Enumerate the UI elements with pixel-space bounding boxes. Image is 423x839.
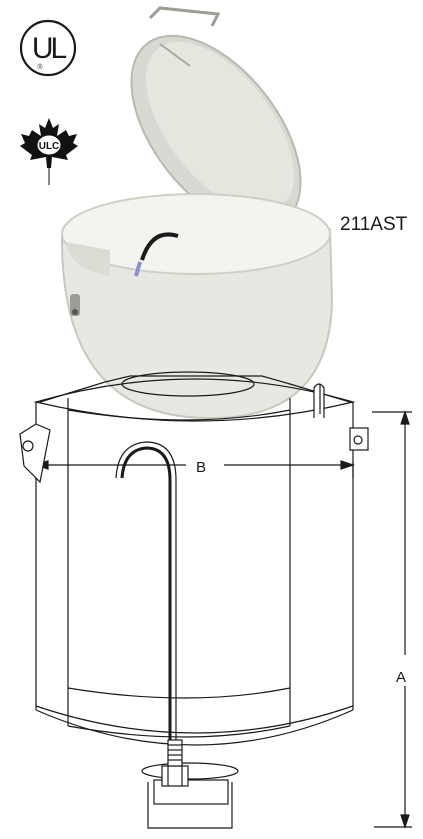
model-number-label: 211AST xyxy=(340,214,408,235)
tank-opening xyxy=(61,193,331,275)
dimension-b-label: B xyxy=(196,459,207,476)
ulc-logo-text: ULC xyxy=(39,141,60,152)
ulc-maple-leaf-icon: ULC xyxy=(20,118,78,185)
product-photo xyxy=(60,6,334,420)
technical-drawing xyxy=(19,371,412,829)
ul-registered-mark: ® xyxy=(37,63,43,71)
ul-logo-icon: UL ® xyxy=(19,19,77,77)
ul-logo-text: UL xyxy=(32,32,67,65)
dimension-a-label: A xyxy=(396,669,407,686)
inner-hose xyxy=(140,232,179,261)
open-lid xyxy=(130,34,302,230)
tank-body xyxy=(61,228,332,419)
lid-handle xyxy=(148,6,221,27)
